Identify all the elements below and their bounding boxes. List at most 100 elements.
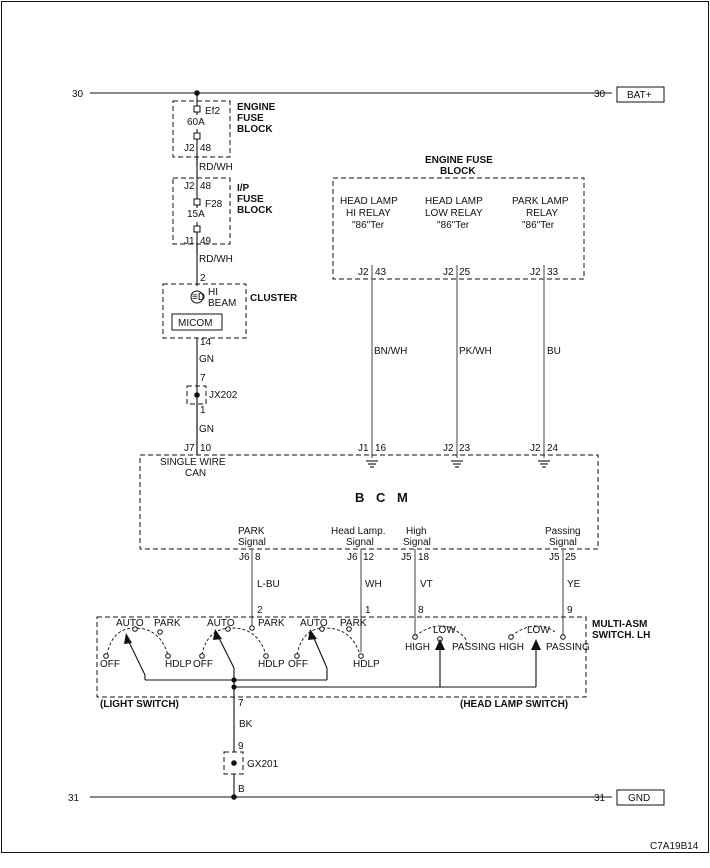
engine-fuse-title-2: FUSE — [237, 113, 264, 124]
relay-hi-conn: J2 — [358, 267, 369, 278]
bat-plus-label: BAT+ — [627, 90, 652, 101]
ip-fuse-block: J2 48 F28 15A J1 49 I/P FUSE BLOCK — [172, 177, 273, 255]
off-label-1: OFF — [100, 659, 120, 670]
park-label-2: PARK — [258, 618, 285, 629]
passing-label-2: PASSING — [546, 642, 590, 653]
bcm-j1-16-pin: 16 — [375, 443, 387, 454]
jx202-pin-top: 7 — [200, 373, 206, 384]
auto-label-1: AUTO — [116, 618, 144, 629]
bcm-module: J7 10 SINGLE WIRE CAN B C M PARK Signal … — [139, 443, 599, 550]
relay-hi-label-1: HEAD LAMP — [340, 196, 398, 207]
can-label-1: SINGLE WIRE — [160, 457, 226, 468]
rail-30-left: 30 — [72, 89, 84, 100]
f28-label: F28 — [205, 199, 223, 210]
gx201-pin-top: 9 — [238, 741, 244, 752]
f28-top-pin: 48 — [200, 181, 212, 192]
wire-label-vt: VT — [420, 579, 433, 590]
switch-ground-pin: 7 — [238, 698, 244, 709]
rail-31-right: 31 — [594, 793, 606, 804]
jx202-label: JX202 — [209, 390, 238, 401]
park-signal-1: PARK — [238, 526, 265, 537]
wire-label-pkwh: PK/WH — [459, 346, 492, 357]
switch-common-bus — [144, 668, 537, 697]
bcm-j2-conn-a: J2 — [443, 443, 454, 454]
gx201-pin-bottom: B — [238, 784, 245, 795]
gx201-connector: 9 GX201 B — [223, 741, 279, 795]
f28-bot-pin: 49 — [200, 236, 212, 247]
wire-label-bu: BU — [547, 346, 561, 357]
battery-rail: 30 30 BAT+ — [72, 86, 665, 103]
low-label-2: LOW — [527, 625, 550, 636]
passing-pin: 25 — [565, 552, 577, 563]
signal-wires: L-BU WH VT YE 2 1 8 9 — [251, 549, 581, 652]
cluster-pin-bottom: 14 — [200, 337, 212, 348]
frame — [1, 1, 709, 853]
engine-fuse-title-3: BLOCK — [237, 124, 273, 135]
relay-low-label-3: "86"Ter — [437, 220, 470, 231]
wire-label-ye: YE — [567, 579, 581, 590]
auto-label-3: AUTO — [300, 618, 328, 629]
hi-beam-glyph-icon: ≡D — [192, 292, 205, 303]
hdlp-label-1: HDLP — [165, 659, 192, 670]
sw-pin-9: 9 — [567, 605, 573, 616]
bcm-output-pins: J6 8 J6 12 J5 18 J5 25 — [239, 552, 577, 563]
ef2-pin: 48 — [200, 143, 212, 154]
park-pin: 8 — [255, 552, 261, 563]
relay-park-label-3: "86"Ter — [522, 220, 555, 231]
hdlp-conn: J6 — [347, 552, 358, 563]
park-label-1: PARK — [154, 618, 181, 629]
wire-label-lbu: L-BU — [257, 579, 280, 590]
cluster: 2 ≡D HI BEAM MICOM CLUSTER 14 — [162, 273, 298, 348]
hdlp-label-3: HDLP — [353, 659, 380, 670]
park-signal-2: Signal — [238, 537, 266, 548]
relay-low-pin: 25 — [459, 267, 471, 278]
head-lamp-switch-deck-2: LOW HIGH PASSING — [499, 625, 590, 680]
passing-signal-1: Passing — [545, 526, 581, 537]
bcm-title: B C M — [355, 490, 412, 505]
hi-beam-lamp-icon — [190, 290, 204, 304]
sw-pin-2: 2 — [257, 605, 263, 616]
jx202-pin-bottom: 1 — [200, 405, 206, 416]
relay-hi-pin: 43 — [375, 267, 387, 278]
passing-conn: J5 — [549, 552, 560, 563]
hdlp-signal-2: Signal — [346, 537, 374, 548]
jx202-connector: 7 JX202 1 — [186, 373, 238, 416]
wire-label-gn-1: GN — [199, 354, 214, 365]
ef2-label: Ef2 — [205, 106, 220, 117]
bcm-j2-24-pin: 24 — [547, 443, 559, 454]
hi-beam-label-2: BEAM — [208, 298, 236, 309]
ground-rail: 31 31 GND — [68, 789, 665, 806]
relay-block-title-2: BLOCK — [440, 166, 476, 177]
passing-label-1: PASSING — [452, 642, 496, 653]
auto-label-2: AUTO — [207, 618, 235, 629]
hdlp-signal-1: Head Lamp. — [331, 526, 385, 537]
can-label-2: CAN — [185, 468, 206, 479]
relay-low-conn: J2 — [443, 267, 454, 278]
ip-fuse-title-1: I/P — [237, 183, 250, 194]
f28-bot-conn: J1 — [184, 236, 195, 247]
hi-beam-label-1: HI — [208, 287, 218, 298]
rail-31-left: 31 — [68, 793, 80, 804]
low-label-1: LOW — [433, 625, 456, 636]
bcm-j1-conn: J1 — [358, 443, 369, 454]
high-conn: J5 — [401, 552, 412, 563]
relay-park-pin: 33 — [547, 267, 559, 278]
bcm-input-ground-icons — [366, 460, 550, 468]
head-lamp-switch-deck-1: LOW HIGH PASSING — [405, 625, 496, 680]
light-switch-deck-3: AUTO PARK OFF HDLP — [288, 618, 380, 670]
relay-wires: BN/WH PK/WH BU J1 16 J2 23 J2 24 — [358, 265, 561, 458]
cluster-pin-top: 2 — [200, 273, 206, 284]
high-label-1: HIGH — [405, 642, 430, 653]
relay-low-label-2: LOW RELAY — [425, 208, 483, 219]
high-signal-1: High — [406, 526, 427, 537]
micom-label: MICOM — [178, 318, 212, 329]
gnd-box — [616, 789, 665, 806]
high-signal-2: Signal — [403, 537, 431, 548]
figure-code: C7A19B14 — [650, 841, 699, 852]
wire-label-wh: WH — [365, 579, 382, 590]
park-conn: J6 — [239, 552, 250, 563]
head-lamp-switch-label: (HEAD LAMP SWITCH) — [460, 699, 568, 710]
engine-fuse-block: Ef2 60A J2 48 ENGINE FUSE BLOCK — [172, 93, 276, 166]
high-label-2: HIGH — [499, 642, 524, 653]
